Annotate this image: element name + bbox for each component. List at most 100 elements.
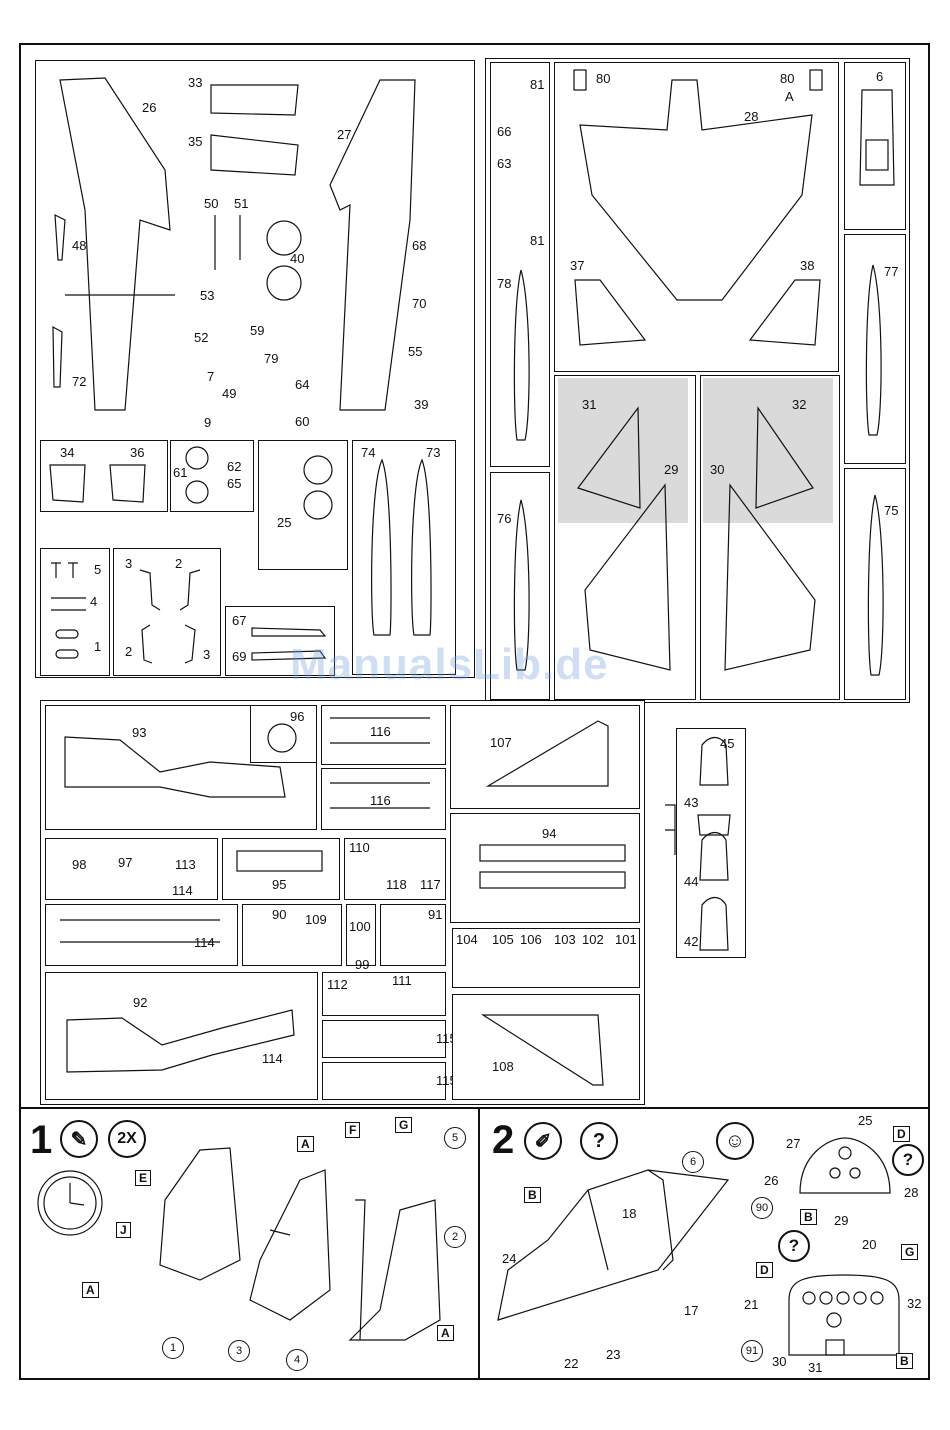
part-label: 20 [862, 1237, 877, 1252]
part-label: 6 [876, 69, 884, 84]
part-label: 81 [530, 233, 545, 248]
part-label: 31 [582, 397, 597, 412]
part-label: 114 [194, 935, 215, 950]
fuselage-92 [66, 1009, 295, 1073]
pylon-78 [513, 269, 530, 441]
tag-E: E [135, 1170, 152, 1186]
part-label: 90 [272, 907, 287, 922]
part-label: 63 [497, 156, 512, 171]
tag-A: A [437, 1325, 454, 1341]
sprue-cell [346, 904, 376, 966]
part-label: 80 [596, 71, 611, 86]
outer-wings [584, 483, 816, 671]
part-label: 42 [684, 934, 699, 949]
step-divider [478, 1108, 480, 1379]
sprue-cell [452, 994, 640, 1100]
step-number: 2 [492, 1118, 515, 1162]
part-label: 2 [175, 556, 183, 571]
sprue-cell [250, 705, 317, 763]
callout: 91 [741, 1340, 763, 1362]
part-label: 101 [615, 932, 637, 947]
part-label: 31 [808, 1360, 823, 1375]
part-label: 105 [492, 932, 514, 947]
tailplanes [574, 279, 821, 346]
part-label: 77 [884, 264, 899, 279]
sprue-cell [222, 838, 340, 900]
part-label: 99 [355, 957, 370, 972]
clear-parts-sprue [676, 728, 746, 958]
callout: 1 [162, 1337, 184, 1359]
part-label: 26 [764, 1173, 779, 1188]
missiles-114 [60, 919, 220, 943]
part-label: 23 [606, 1347, 621, 1362]
part-label: 91 [428, 907, 443, 922]
part-label: 5 [94, 562, 102, 577]
tag-D: D [893, 1126, 910, 1142]
part-label: 43 [684, 795, 699, 810]
sprue-cell [490, 62, 550, 467]
part-label: 78 [497, 276, 512, 291]
part-label: 103 [554, 932, 576, 947]
part-label: 104 [456, 932, 478, 947]
part-label: 21 [744, 1297, 759, 1312]
part-label: 70 [412, 296, 427, 311]
seat-part-6 [859, 89, 895, 186]
instruction-panel [19, 1107, 930, 1380]
part-label: 66 [497, 124, 512, 139]
part-label: 22 [564, 1356, 579, 1371]
part-label: 50 [204, 196, 219, 211]
part-label: 38 [800, 258, 815, 273]
part-label: 24 [502, 1251, 517, 1266]
part-label: 7 [207, 369, 215, 384]
part-label: 67 [232, 613, 247, 628]
part-label: 109 [305, 912, 327, 927]
part-label: 62 [227, 459, 242, 474]
part-label: 108 [492, 1059, 514, 1074]
instrument-panel-upper [799, 1137, 891, 1194]
sprue-cell [322, 972, 446, 1016]
sprue-cell [321, 705, 446, 765]
sprue-cell [225, 606, 335, 676]
sprue-cell [45, 838, 218, 900]
part-label: 97 [118, 855, 133, 870]
sprue-cell [344, 838, 446, 900]
part-label: 26 [142, 100, 157, 115]
watermark: ManualsLib.de [290, 640, 609, 689]
tag-G: G [395, 1117, 413, 1133]
glue-icon: ✎ [60, 1120, 98, 1158]
part-label: 107 [490, 735, 512, 750]
fuselage-left-half [59, 77, 175, 411]
part-label: 94 [542, 826, 557, 841]
ring-96 [267, 723, 297, 753]
part-label: 93 [132, 725, 147, 740]
part-label: 113 [175, 857, 196, 872]
part-label: 98 [72, 857, 87, 872]
callout: 3 [228, 1340, 250, 1362]
sprue-cell [45, 972, 318, 1100]
part-label: 29 [834, 1213, 849, 1228]
part-label: 95 [272, 877, 287, 892]
pylon-75 [867, 494, 884, 676]
sprue-cell [452, 928, 640, 988]
seat-assembly [159, 1147, 441, 1341]
fuselage-right-half [329, 79, 416, 411]
part-label: 92 [133, 995, 148, 1010]
part-label: 81 [530, 77, 545, 92]
question-icon: ? [778, 1230, 810, 1262]
part-label: 73 [426, 445, 441, 460]
sprue-cell [554, 62, 839, 372]
part-label: 17 [684, 1303, 699, 1318]
part-label: 53 [200, 288, 215, 303]
part-label: 60 [295, 414, 310, 429]
part-label: 55 [408, 344, 423, 359]
fuel-tanks [371, 458, 432, 636]
part-label: 59 [250, 323, 265, 338]
part-label: 30 [772, 1354, 787, 1369]
part-label: 32 [907, 1296, 922, 1311]
part-label: 76 [497, 511, 512, 526]
part-label: 72 [72, 374, 87, 389]
tag-A: A [297, 1136, 314, 1152]
part-label: 79 [264, 351, 279, 366]
shaded-panels [558, 378, 833, 523]
small-part-48 [54, 213, 66, 261]
